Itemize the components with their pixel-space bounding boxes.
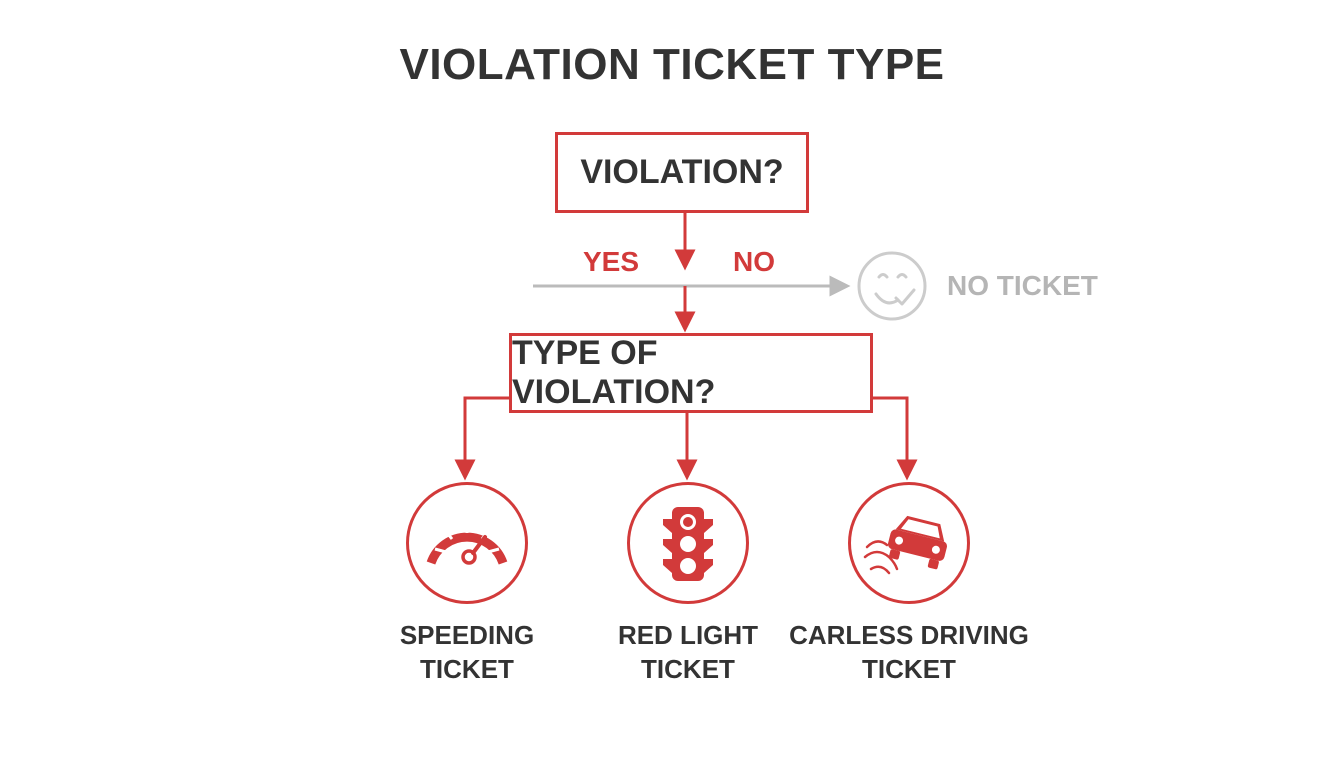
speeding-ticket-line1: SPEEDING: [399, 620, 535, 650]
red-light-ticket-line2: TICKET: [641, 654, 735, 684]
speeding-circle: [406, 482, 528, 604]
speedometer-icon: [426, 519, 508, 565]
careless-driving-ticket-line2: TICKET: [862, 654, 956, 684]
red-light-circle: [627, 482, 749, 604]
speeding-ticket-label: SPEEDING TICKET: [337, 618, 597, 686]
traffic-light-icon: [663, 507, 713, 581]
no-label: NO: [733, 246, 775, 277]
skidding-car-icon: [863, 515, 947, 575]
yes-label: YES: [583, 246, 640, 277]
careless-driving-ticket-label: CARLESS DRIVING TICKET: [779, 618, 1039, 686]
careless-driving-ticket-line1: CARLESS DRIVING: [789, 620, 1029, 650]
page-title: VIOLATION TICKET TYPE: [399, 40, 945, 89]
arrow-to-careless: [873, 396, 918, 481]
red-light-ticket-label: RED LIGHT TICKET: [558, 618, 818, 686]
speeding-ticket-line2: TICKET: [420, 654, 514, 684]
type-of-violation-box: TYPE OF VIOLATION?: [509, 333, 873, 413]
violation-decision-box: VIOLATION?: [555, 132, 809, 213]
no-ticket-label: NO TICKET: [947, 270, 1098, 301]
smiley-face-icon: [857, 251, 927, 321]
red-light-ticket-line1: RED LIGHT: [617, 620, 759, 650]
careless-driving-circle: [848, 482, 970, 604]
arrow-to-speeding: [454, 396, 509, 481]
